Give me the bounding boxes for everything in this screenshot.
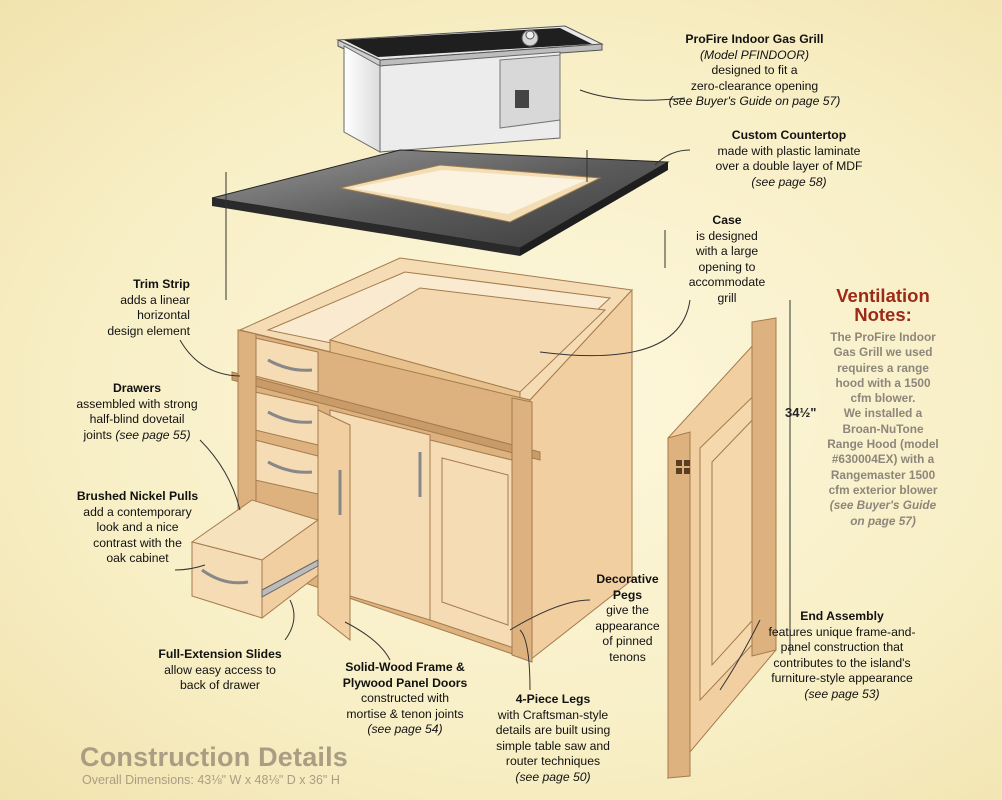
callout-doors: Solid-Wood Frame & Plywood Panel Doors c… [330, 660, 480, 738]
callout-pulls-desc3: contrast with the [93, 535, 182, 550]
footer-title: Construction Details [80, 742, 349, 772]
callout-drawers-title: Drawers [112, 381, 162, 395]
callout-case-desc1: is designed [696, 228, 758, 243]
callout-end-desc1: features unique frame-and- [768, 624, 916, 639]
callout-pegs-desc4: tenons [609, 649, 646, 664]
callout-doors-title2: Plywood Panel Doors [342, 675, 468, 690]
callout-case-desc5: grill [717, 290, 737, 305]
callout-slides: Full-Extension Slides allow easy access … [140, 647, 300, 694]
end-assembly [667, 317, 777, 780]
callout-drawers: Drawers assembled with strong half-blind… [62, 381, 212, 443]
ventilation-line-9: #630004EX) with a [831, 452, 935, 467]
callout-drawers-desc1: assembled with strong [76, 396, 198, 411]
ventilation-notes: Ventilation Notes: The ProFire Indoor Ga… [808, 286, 958, 529]
callout-countertop-ref: (see page 58) [751, 174, 827, 189]
callout-case-title: Case [712, 213, 742, 227]
callout-legs-desc3: simple table saw and [496, 738, 610, 753]
callout-pegs-desc1: give the [606, 603, 649, 617]
callout-slides-desc1: allow easy access to [164, 662, 276, 677]
callout-pulls: Brushed Nickel Pulls add a contemporary … [60, 489, 215, 567]
callout-legs-title: 4-Piece Legs [515, 692, 591, 706]
ventilation-ref-2: on page 57) [850, 513, 916, 528]
footer-dimensions: Overall Dimensions: 43⅛" W x 48⅛" D x 36… [82, 773, 340, 787]
ventilation-line-8: Range Hood (model [827, 437, 939, 452]
ventilation-title-2: Notes: [854, 304, 912, 325]
callout-countertop-desc2: over a double layer of MDF [715, 159, 863, 173]
callout-pegs: Decorative Pegs give the appearance of p… [580, 572, 675, 665]
callout-legs: 4-Piece Legs with Craftsman-style detail… [478, 692, 628, 785]
callout-doors-ref: (see page 54) [367, 722, 443, 736]
cabinet-case [190, 257, 634, 663]
callout-grill-ref: (see Buyer's Guide on page 57) [668, 94, 841, 108]
callout-pulls-title: Brushed Nickel Pulls [76, 489, 199, 503]
callout-trim-desc1: adds a linear [120, 292, 190, 307]
callout-legs-desc2: details are built using [495, 723, 611, 737]
countertop [211, 149, 670, 256]
callout-grill-title: ProFire Indoor Gas Grill [685, 32, 824, 46]
callout-trim-title: Trim Strip [133, 277, 190, 291]
callout-case: Case is designed with a large opening to… [672, 213, 782, 306]
ventilation-ref-1: (see Buyer's Guide [829, 498, 937, 513]
callout-pulls-desc4: oak cabinet [106, 551, 169, 565]
callout-end-desc2: panel construction that [780, 640, 904, 654]
ventilation-line-2: Gas Grill we used [833, 345, 933, 360]
leader-lines [174, 89, 791, 691]
callout-end-desc4: furniture-style appearance [771, 671, 913, 685]
callout-case-desc3: opening to [698, 259, 756, 274]
callout-legs-desc1: with Craftsman-style [497, 707, 609, 722]
callout-slides-desc2: back of drawer [180, 678, 260, 692]
callout-grill-model: (Model PFINDOOR) [699, 47, 810, 62]
end-height-dimension: 34½" [785, 405, 817, 420]
callout-case-desc4: accommodate [688, 275, 766, 289]
callout-doors-title1: Solid-Wood Frame & [345, 660, 465, 674]
callout-pulls-desc1: add a contemporary [83, 504, 192, 519]
callout-legs-desc4: router techniques [505, 754, 601, 768]
callout-trim-desc3: design element [107, 323, 190, 338]
ventilation-line-1: The ProFire Indoor [830, 330, 936, 344]
callout-trim-desc2: horizontal [137, 308, 190, 322]
callout-grill-desc1: designed to fit a [711, 63, 798, 77]
callout-countertop-title: Custom Countertop [731, 128, 847, 142]
callout-pegs-desc3: of pinned [602, 634, 653, 648]
ventilation-line-4: hood with a 1500 [835, 375, 931, 390]
callout-legs-ref: (see page 50) [515, 769, 591, 784]
callout-doors-desc2: mortise & tenon joints [346, 706, 464, 721]
callout-end-desc3: contributes to the island's [773, 655, 911, 670]
gas-grill [336, 25, 604, 153]
callout-drawers-desc2: half-blind dovetail [89, 412, 185, 426]
callout-pulls-desc2: look and a nice [96, 520, 179, 534]
callout-pegs-title1: Decorative [596, 572, 659, 586]
callout-drawers-desc3: joints [83, 427, 112, 442]
ventilation-line-3: requires a range [837, 360, 929, 375]
callout-drawers-ref: (see page 55) [115, 427, 191, 442]
callout-grill-desc2: zero-clearance opening [690, 78, 819, 93]
ventilation-line-6: We installed a [843, 406, 923, 421]
callout-grill: ProFire Indoor Gas Grill (Model PFINDOOR… [662, 32, 847, 110]
callout-end-assembly: End Assembly features unique frame-and- … [742, 609, 942, 702]
callout-end-title: End Assembly [800, 609, 884, 623]
ventilation-line-10: Rangemaster 1500 [830, 467, 936, 482]
callout-end-ref: (see page 53) [804, 686, 880, 701]
callout-slides-title: Full-Extension Slides [158, 647, 282, 661]
callout-trim-strip: Trim Strip adds a linear horizontal desi… [52, 277, 190, 339]
ventilation-title-1: Ventilation [836, 285, 930, 306]
callout-case-desc2: with a large [695, 244, 759, 258]
callout-pegs-desc2: appearance [595, 618, 660, 633]
callout-countertop-desc1: made with plastic laminate [717, 143, 861, 158]
ventilation-line-11: cfm exterior blower [828, 482, 938, 497]
callout-countertop: Custom Countertop made with plastic lami… [684, 128, 894, 190]
callout-doors-desc1: constructed with [360, 691, 450, 705]
ventilation-line-5: cfm blower. [850, 391, 916, 406]
callout-pegs-title2: Pegs [612, 587, 643, 602]
ventilation-line-7: Broan-NuTone [842, 421, 924, 436]
